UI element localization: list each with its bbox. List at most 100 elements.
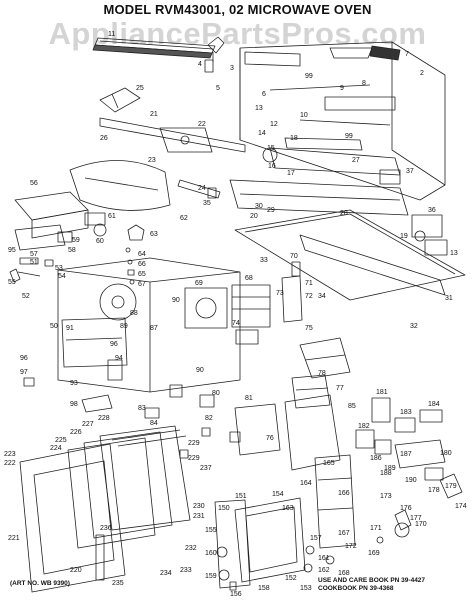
callout-80: 80 [212,390,220,397]
callout-63: 63 [150,231,158,238]
callout-180: 180 [440,450,452,457]
callout-17: 17 [287,170,295,177]
callout-72: 72 [305,293,313,300]
callout-161: 161 [318,555,330,562]
callout-178: 178 [428,487,440,494]
callout-235: 235 [112,580,124,587]
callout-59: 59 [72,237,80,244]
callout-93: 93 [70,380,78,387]
callout-173: 173 [380,493,392,500]
callout-32: 32 [410,323,418,330]
door-frame-part [214,497,306,589]
art-number-note: (ART NO. WB 9390) [10,580,70,587]
door-assembly-part [19,425,191,593]
callout-73: 73 [276,290,284,297]
panel-85-part [284,394,341,471]
callout-8: 8 [362,80,366,87]
callout-50: 50 [50,323,58,330]
callout-231: 231 [193,513,205,520]
callout-55: 55 [8,279,16,286]
callout-21: 21 [150,111,158,118]
callout-22: 22 [198,121,206,128]
callout-96: 96 [20,355,28,362]
callout-87: 87 [150,325,158,332]
callout-233: 233 [180,567,192,574]
callout-56: 56 [30,180,38,187]
callout-189: 189 [384,465,396,472]
callout-230: 230 [193,503,205,510]
callout-75: 75 [305,325,313,332]
callout-228: 228 [98,415,110,422]
callout-89: 89 [120,323,128,330]
callout-74: 74 [232,320,240,327]
callout-13b: 13 [450,250,458,257]
callout-18: 18 [290,135,298,142]
callout-10: 10 [300,112,308,119]
callout-155: 155 [205,527,217,534]
callout-222: 222 [4,460,16,467]
callout-158: 158 [258,585,270,592]
callout-166: 166 [338,490,350,497]
callout-170: 170 [415,521,427,528]
callout-3: 3 [230,65,234,72]
callout-225: 225 [55,437,67,444]
callout-164: 164 [300,480,312,487]
callout-67: 67 [138,281,146,288]
callout-157: 157 [310,535,322,542]
callout-82: 82 [205,415,213,422]
callout-224: 224 [50,445,62,452]
book-part-numbers: USE AND CARE BOOK PN 39-4427 COOKBOOK PN… [318,577,425,593]
callout-13: 13 [255,105,263,112]
callout-156: 156 [230,591,242,598]
callout-81: 81 [245,395,253,402]
callout-94: 94 [115,355,123,362]
callout-66: 66 [138,261,146,268]
callout-92: 96 [110,341,118,348]
latch-98-part [81,394,160,419]
callout-16: 16 [268,163,276,170]
callout-190: 190 [405,477,417,484]
callout-169: 169 [368,550,380,557]
callout-53: 53 [55,265,63,272]
callout-58: 58 [68,247,76,254]
callout-98: 98 [70,401,78,408]
callout-70: 70 [290,253,298,260]
callout-232: 232 [185,545,197,552]
callout-52: 52 [22,293,30,300]
component-94-part [23,359,123,387]
callout-57: 57 [30,251,38,258]
callout-5: 5 [216,85,220,92]
box-77-part [291,374,331,409]
panel-76-part [234,403,281,456]
callout-171: 171 [370,525,382,532]
callout-165: 165 [323,460,335,467]
callout-37: 37 [406,168,414,175]
callout-14: 14 [258,130,266,137]
callout-12: 12 [270,121,278,128]
long-bar-part [99,117,246,153]
callout-174: 174 [455,503,467,510]
callout-28: 28 [340,210,348,217]
cookbook-note: COOKBOOK PN 39-4368 [318,585,394,592]
magnetron-part [184,284,271,345]
bracket-71-part [281,261,303,323]
callout-226: 226 [70,429,82,436]
cover-56-part [14,191,89,239]
callout-239: 229 [188,455,200,462]
callout-97: 97 [20,369,28,376]
rail-part [92,37,216,59]
callout-152: 152 [285,575,297,582]
callout-20: 20 [250,213,258,220]
callout-54: 54 [58,273,66,280]
callout-227: 227 [82,421,94,428]
callout-88: 88 [130,310,138,317]
callout-159: 159 [205,573,217,580]
callout-60: 60 [96,238,104,245]
callout-4: 4 [198,61,202,68]
callout-95: 95 [8,247,16,254]
callout-51: 51 [30,259,38,266]
callout-150: 150 [218,505,230,512]
callout-99b: 99 [345,133,353,140]
control-panel-parts [355,397,463,499]
callout-91: 91 [66,325,74,332]
